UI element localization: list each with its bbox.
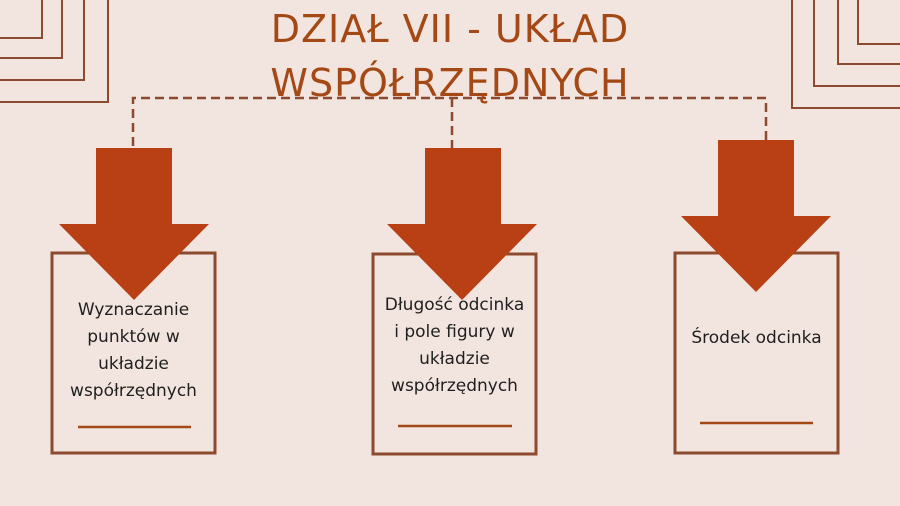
corner-decoration-top-left (0, 0, 109, 103)
title-line-2: WSPÓŁRZĘDNYCH (270, 61, 630, 105)
page-title: DZIAŁ VII - UKŁAD WSPÓŁRZĘDNYCH (200, 2, 700, 110)
down-arrow-icon (387, 148, 537, 300)
dashed-connector (131, 96, 768, 150)
down-arrow-icon (59, 148, 209, 300)
down-arrow-icon (681, 140, 831, 292)
card-label-3: Środek odcinka (691, 328, 822, 348)
card-label-1: Wyznaczanie punktów w układzie współrzęd… (70, 300, 197, 401)
corner-decoration-top-right (791, 0, 900, 109)
card-label-2: Długość odcinka i pole figury w układzie… (384, 295, 525, 396)
title-line-1: DZIAŁ VII - UKŁAD (270, 7, 630, 51)
